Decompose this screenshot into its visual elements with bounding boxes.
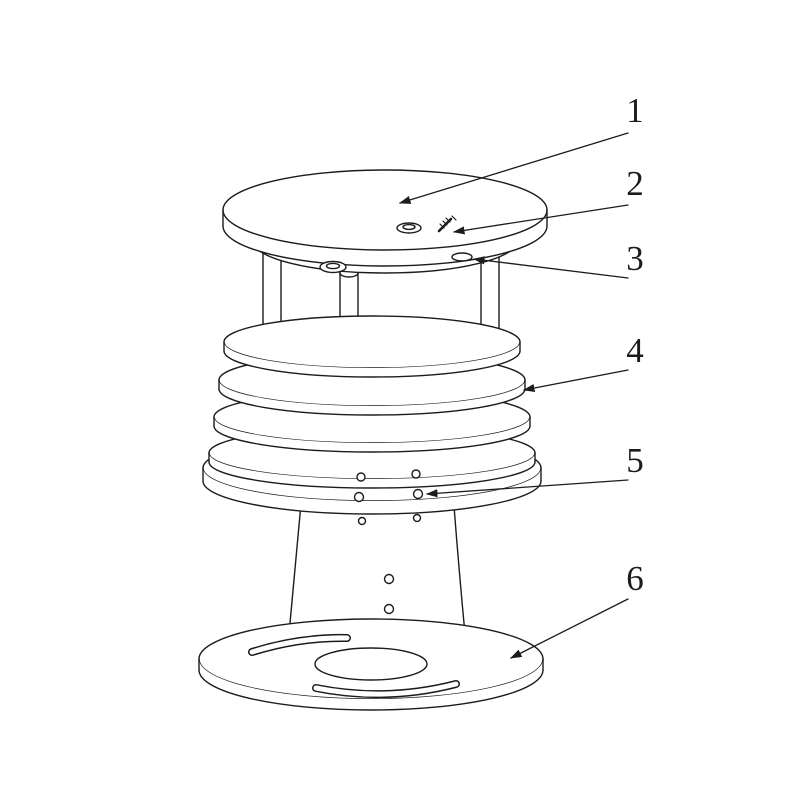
sensor-port	[319, 260, 347, 274]
mounting-base	[198, 618, 544, 711]
leader-line-2	[452, 204, 629, 235]
callout-label-2: 2	[626, 164, 644, 203]
leader-lines	[398, 132, 629, 659]
leader-line-3	[472, 256, 629, 279]
leader-line-1	[398, 132, 629, 204]
leader-line-5	[425, 479, 629, 498]
base-slot-lower	[312, 680, 460, 699]
leader-line-4	[522, 369, 629, 393]
base-slot-upper	[248, 633, 351, 656]
callout-label-4: 4	[626, 331, 644, 370]
body-vent-holes	[353, 469, 424, 615]
screw-icon	[437, 215, 457, 233]
leader-line-6	[509, 598, 629, 659]
callout-label-5: 5	[626, 441, 644, 480]
callout-label-1: 1	[626, 91, 644, 130]
center-hole	[314, 647, 428, 681]
callout-label-6: 6	[626, 559, 644, 598]
top-cap	[222, 169, 548, 267]
fixing-hole	[451, 252, 473, 262]
louver-stack	[208, 315, 536, 489]
cap-fittings	[319, 215, 473, 274]
callout-label-3: 3	[626, 239, 644, 278]
